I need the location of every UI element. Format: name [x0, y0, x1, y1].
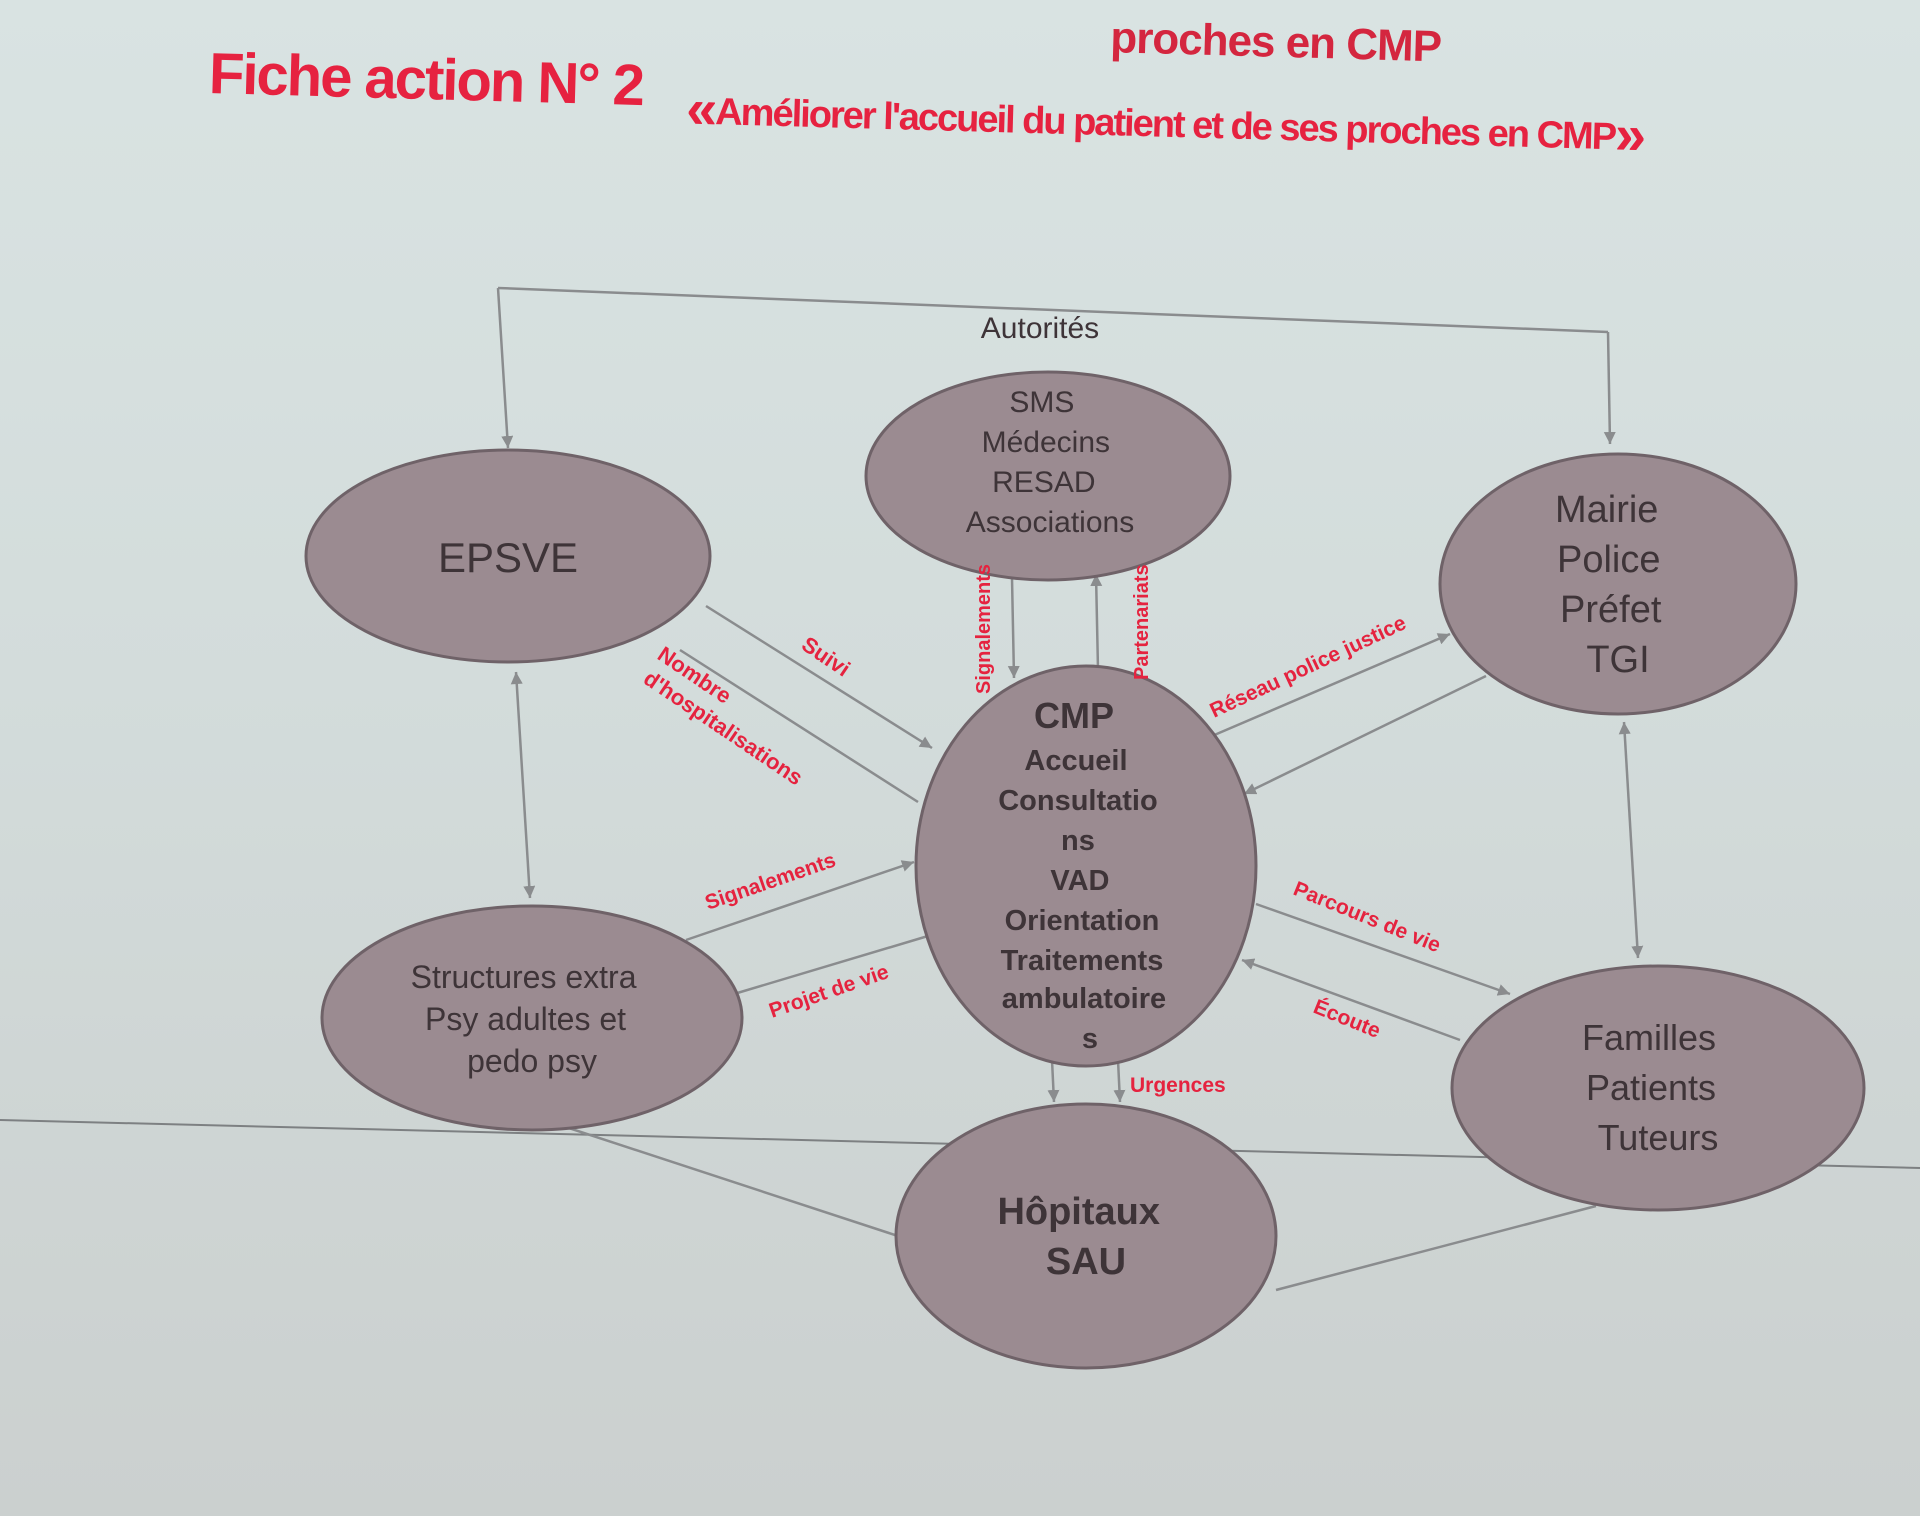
label-reseau: Réseau police justice: [1206, 611, 1409, 722]
structures-label: Structures extra Psy adultes et pedo psy: [411, 959, 646, 1079]
line-familles-hopitaux: [1275, 1204, 1597, 1292]
epsve-label: EPSVE: [438, 534, 578, 581]
arrow-epsve-structures: [510, 671, 536, 899]
autorites-bracket-top: [497, 286, 1609, 334]
arrow-cmp-familles: [1255, 902, 1511, 996]
label-signalements-sms: Signalements: [973, 564, 995, 694]
mairie-label: Mairie Police Préfet TGI: [1555, 489, 1672, 681]
node-familles: [1450, 964, 1866, 1212]
label-suivi: Suivi: [797, 631, 855, 681]
label-ecoute: Écoute: [1310, 995, 1384, 1043]
arrow-mairie-familles: [1618, 721, 1644, 959]
line-structures-cmp-projet: [733, 934, 929, 996]
label-projet-de-vie: Projet de vie: [766, 960, 892, 1022]
hopitaux-label: Hôpitaux SAU: [997, 1191, 1170, 1283]
arrow-cmp-sms: [1090, 573, 1103, 671]
node-hopitaux: [894, 1102, 1278, 1370]
arrow-autorites-mairie: [1603, 331, 1616, 445]
node-structures: [320, 904, 744, 1132]
line-structures-hopitaux: [519, 1110, 899, 1238]
familles-label: Familles Patients Tuteurs: [1582, 1017, 1726, 1158]
arrow-mairie-cmp: [1243, 674, 1487, 796]
label-partenariats: Partenariats: [1131, 564, 1153, 680]
sms-label: SMS Médecins RESAD Associations: [966, 386, 1134, 539]
arrow-cmp-hopitaux: [1047, 1059, 1060, 1103]
label-signalements-structures: Signalements: [702, 849, 839, 915]
arrow-autorites-epsve: [496, 287, 514, 449]
arrow-cmp-mairie: [1211, 632, 1451, 738]
arrow-structures-cmp: [685, 860, 915, 942]
arrow-familles-cmp: [1241, 958, 1461, 1042]
label-urgences: Urgences: [1130, 1074, 1226, 1097]
line-epsve-cmp-hospit: [679, 648, 919, 804]
node-cmp: [914, 664, 1258, 1068]
arrow-epsve-cmp-suivi: [705, 604, 933, 750]
node-sms: [864, 370, 1232, 582]
node-epsve: [304, 448, 712, 664]
autorites-label: Autorités: [981, 312, 1099, 345]
arrow-sms-cmp: [1007, 577, 1020, 679]
node-mairie: [1438, 452, 1798, 716]
label-parcours-de-vie: Parcours de vie: [1290, 877, 1444, 957]
arrow-cmp-hopitaux-urgences: [1113, 1059, 1126, 1103]
cmp-label: CMP Accueil Consultatio ns VAD Orientati…: [998, 695, 1174, 1055]
